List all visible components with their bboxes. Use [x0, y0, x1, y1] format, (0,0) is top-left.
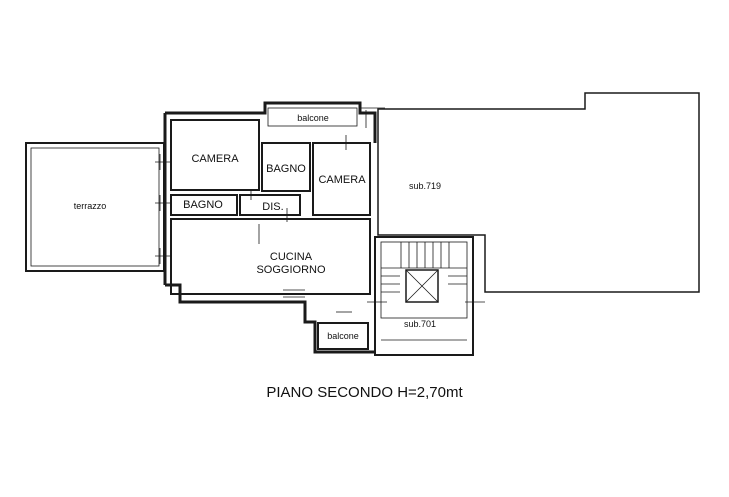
room-label-sub719: sub.719	[409, 181, 441, 191]
room-label-sub701: sub.701	[404, 319, 436, 329]
room-label-terrazzo: terrazzo	[74, 201, 107, 211]
floor-caption: PIANO SECONDO H=2,70mt	[266, 384, 463, 401]
room-label-camera-right: CAMERA	[318, 174, 366, 186]
room-label-bagno-top: BAGNO	[266, 163, 306, 175]
room-label-bagno-small: BAGNO	[183, 199, 223, 211]
apartment-walls	[155, 101, 385, 354]
room-label-balcone-top: balcone	[297, 113, 329, 123]
room-label-soggiorno: SOGGIORNO	[256, 264, 326, 276]
sub719-area	[377, 92, 700, 293]
sub701-area	[367, 236, 485, 356]
room-label-balcone-bottom: balcone	[327, 331, 359, 341]
room-label-cucina: CUCINA	[270, 251, 313, 263]
stair-treads	[381, 242, 467, 293]
room-label-dis: DIS.	[262, 201, 283, 213]
balcone-bottom-area	[317, 311, 369, 350]
room-label-camera-left: CAMERA	[191, 153, 239, 165]
elevator-shaft	[405, 269, 439, 303]
